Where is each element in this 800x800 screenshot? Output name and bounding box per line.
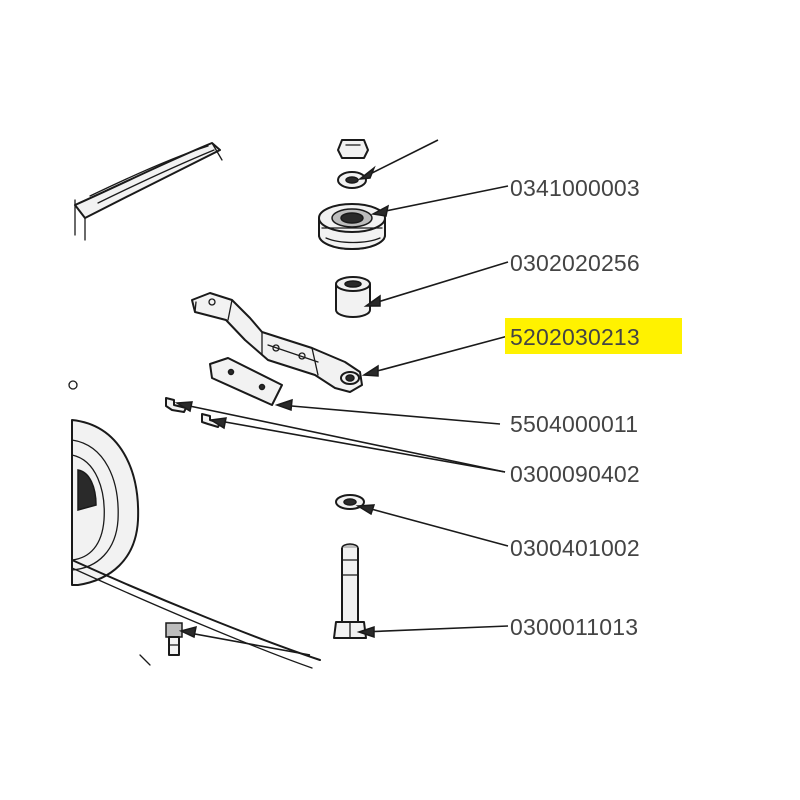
nut-part <box>337 139 369 159</box>
label-bolt: 0300011013 <box>510 614 638 640</box>
arrowhead-small-bolt <box>178 625 197 639</box>
arrowhead-nut <box>357 165 376 181</box>
label-spacer: 0302020256 <box>510 250 640 276</box>
part-labels: 0341000003 0302020256 5202030213 5504000… <box>510 175 640 640</box>
label-highlight <box>505 318 682 354</box>
label-washer: 0300401002 <box>510 535 640 561</box>
idler-arm-part <box>191 292 363 393</box>
leader-spacer <box>367 261 509 306</box>
leader-pulley <box>375 185 509 214</box>
small-washer-part <box>337 171 367 189</box>
arrowhead-rivet-1 <box>174 401 193 413</box>
arrowhead-arm <box>361 364 379 377</box>
plate-part <box>209 357 283 406</box>
leader-rivet-1 <box>179 403 506 473</box>
leader-arm <box>365 335 509 375</box>
leader-small-bolt <box>183 631 311 656</box>
leader-bolt <box>361 625 509 633</box>
leader-plate <box>279 404 501 425</box>
arrowhead-pulley <box>370 204 390 217</box>
leader-nut <box>361 139 439 179</box>
leader-washer <box>359 505 509 547</box>
leader-rivet-2 <box>213 419 506 473</box>
arrowhead-washer <box>355 504 376 516</box>
arrowheads <box>174 165 390 639</box>
mower-deck-background <box>68 142 321 669</box>
bolt-part <box>333 543 367 639</box>
label-rivets: 0300090402 <box>510 461 640 487</box>
arrowhead-rivet-2 <box>208 417 227 430</box>
arrowhead-bolt <box>356 625 375 639</box>
leader-lines <box>179 139 509 656</box>
arrowhead-plate <box>274 398 293 412</box>
arrowhead-spacer <box>363 294 381 307</box>
label-arm: 5202030213 <box>510 324 640 350</box>
label-plate: 5504000011 <box>510 411 638 437</box>
pulley-part <box>318 203 386 250</box>
rivets-part <box>165 397 221 428</box>
spacer-part <box>335 276 371 318</box>
label-pulley: 0341000003 <box>510 175 640 201</box>
